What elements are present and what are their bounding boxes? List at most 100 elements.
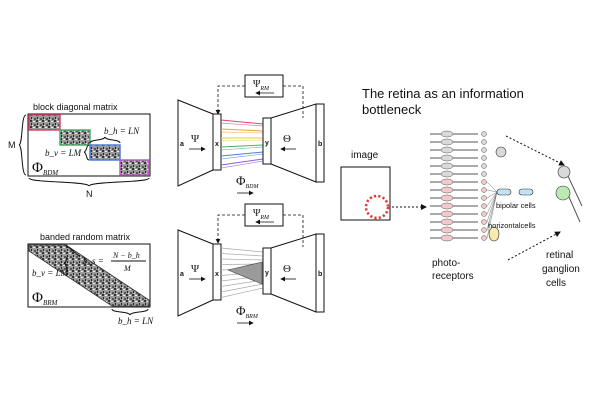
photoreceptor-terminal [481, 203, 487, 209]
retina-title-line2: bottleneck [362, 102, 422, 117]
bv-label: b_v = LM [45, 148, 82, 158]
projection-line [220, 153, 264, 160]
ganglion-pointer-top [505, 135, 565, 166]
psi-label-bottom: Ψ [191, 263, 200, 275]
gray-ganglion-cell [495, 146, 507, 158]
output-b-top: b [318, 141, 322, 148]
photoreceptor-cell [440, 178, 454, 186]
block-diagonal-matrix-frame [27, 113, 151, 177]
photoreceptor-cell [440, 234, 454, 242]
photoreceptor-cell [440, 130, 454, 138]
photoreceptor-terminal [481, 179, 487, 185]
projection-line [220, 247, 264, 253]
bs-numerator: N − b_h [112, 251, 140, 260]
banded-matrix-title: banded random matrix [40, 232, 131, 242]
n-label: N [86, 189, 93, 199]
photoreceptor-terminal [481, 155, 487, 161]
photoreceptor-cell [440, 186, 454, 194]
banded-matrix-panel: banded random matrix b_s = N − b_h M b_v… [27, 232, 154, 326]
projection-line [220, 287, 264, 298]
theta-label-bottom: Θ [283, 263, 291, 275]
photoreceptor-cell [440, 146, 454, 154]
photoreceptors-label-line1: photo- [432, 258, 460, 269]
bh-brace-banded [111, 308, 149, 316]
photoreceptor-cell [440, 210, 454, 218]
photoreceptor-cell [440, 226, 454, 234]
photoreceptor-terminal [481, 139, 487, 145]
bh-label-banded: b_h = LN [118, 316, 154, 326]
output-b-layer-bottom [315, 233, 325, 313]
synapse-line [486, 181, 498, 193]
retina-panel: The retina as an information bottleneck … [340, 86, 583, 289]
phi-bdm-label: ΦBDM [32, 160, 59, 177]
projection-line [220, 258, 264, 261]
projection-line [220, 131, 264, 134]
synapse-line [486, 191, 498, 231]
synapse-line [486, 191, 498, 207]
ganglion-label-line1: retinal [546, 250, 573, 261]
banded-matrix-frame [27, 243, 151, 308]
retina-title-line1: The retina as an information [362, 86, 524, 101]
feedback-path-bottom [218, 214, 304, 247]
block-diagonal-panel: block diagonal matrix M N b_h = LN b_v =… [8, 102, 151, 199]
projection-line [220, 128, 264, 132]
ganglion-label-line3: cells [546, 278, 566, 289]
x-label-top: x [215, 141, 219, 148]
decoder-bottom [270, 233, 317, 313]
projection-line [220, 144, 264, 148]
photoreceptor-terminal [481, 195, 487, 201]
input-a-top: a [180, 141, 184, 148]
bh-label: b_h = LN [104, 126, 140, 136]
photoreceptor-cell [440, 194, 454, 202]
x-layer-top [212, 113, 222, 171]
x-label-bottom: x [215, 271, 219, 278]
projection-line [220, 139, 264, 142]
bs-denominator: M [123, 264, 132, 273]
bv-brace [83, 144, 90, 161]
photoreceptor-terminal [481, 187, 487, 193]
photoreceptor-cell [440, 218, 454, 226]
n-brace [28, 177, 150, 187]
photoreceptor-cell [440, 170, 454, 178]
phi-brm-bottom: ΦBRM [236, 303, 259, 320]
synapse-line [486, 189, 498, 193]
photoreceptor-terminal [481, 235, 487, 241]
photoreceptor-terminal [481, 171, 487, 177]
bipolar-cell [496, 188, 512, 196]
horizontal-cells-label: horizontalcells [488, 221, 536, 230]
projection-line [220, 151, 264, 157]
bipolar-cells-label: bipolar cells [496, 201, 536, 210]
image-frame [340, 166, 391, 221]
m-label: M [8, 140, 16, 150]
ganglion-cell [557, 165, 571, 179]
output-b-layer-top [315, 103, 325, 183]
ganglion-label-line2: ganglion [542, 264, 580, 275]
photoreceptor-terminal [481, 219, 487, 225]
photoreceptor-terminal [481, 163, 487, 169]
photoreceptor-cell [440, 138, 454, 146]
synapse-line [486, 191, 498, 239]
decoder-top [270, 103, 317, 183]
projection-line [220, 160, 264, 169]
output-b-bottom: b [318, 271, 322, 278]
synapse-line [486, 191, 498, 223]
ganglion-pointer-bottom [507, 231, 561, 261]
synapse-line [486, 191, 498, 215]
bs-label: b_s = [83, 256, 104, 266]
bipolar-cell [518, 188, 534, 196]
photoreceptor-terminal [481, 227, 487, 233]
image-label: image [351, 150, 379, 161]
photoreceptor-cell [440, 162, 454, 170]
photoreceptor-cell [440, 202, 454, 210]
projection-line [220, 119, 264, 125]
photoreceptor-terminal [481, 131, 487, 137]
block-2 [59, 129, 91, 146]
feedback-path-top [218, 85, 304, 118]
photoreceptor-column [430, 130, 498, 242]
bh-brace [89, 136, 121, 144]
bv-brace-banded [63, 255, 69, 272]
synapse-line [486, 191, 498, 199]
m-brace [18, 114, 27, 176]
phi-brm-label: ΦBRM [32, 290, 59, 307]
